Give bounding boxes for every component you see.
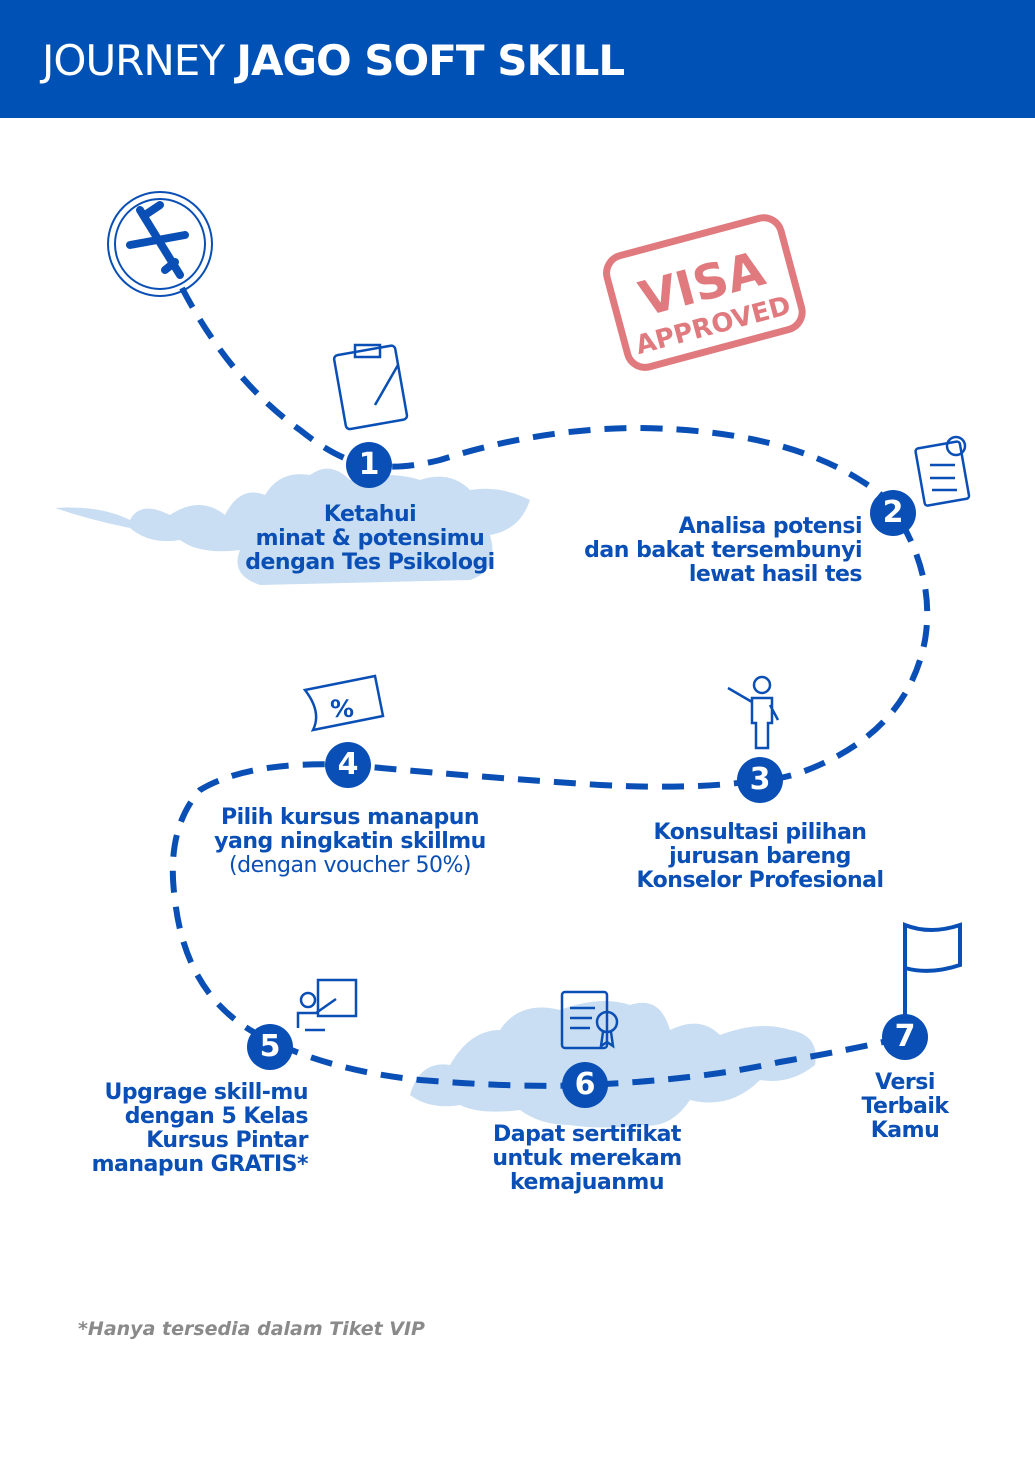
step-2-text: Analisa potensi dan bakat tersembunyi le… [540, 515, 862, 587]
counselor-icon [727, 675, 780, 750]
step-6-number: 6 [562, 1062, 608, 1108]
step-line: kemajuanmu [509, 1170, 665, 1195]
step-line: Analisa potensi [678, 514, 863, 539]
voucher-icon: % [302, 674, 385, 732]
journey-path [169, 286, 931, 1089]
step-4-text: Pilih kursus manapun yang ningkatin skil… [190, 806, 510, 878]
teacher-board-icon [296, 978, 358, 1032]
header-bar: JOURNEY JAGO SOFT SKILL [0, 0, 1035, 118]
cloud-1 [55, 468, 530, 585]
step-line: Konselor Profesional [636, 868, 885, 893]
certificate-icon [560, 990, 619, 1050]
flag-icon [903, 922, 962, 1015]
footnote: *Hanya tersedia dalam Tiket VIP [78, 1318, 425, 1340]
step-5-number: 5 [247, 1024, 293, 1070]
step-line: Versi [875, 1070, 935, 1095]
step-line: Kursus Pintar [146, 1128, 308, 1153]
step-line: lewat hasil tes [688, 562, 863, 587]
cloud-2 [410, 1001, 816, 1128]
step-line: Konsultasi pilihan [653, 820, 867, 845]
visa-approved-stamp: VISA APPROVED [603, 214, 806, 371]
step-line: Pilih kursus manapun [220, 805, 480, 830]
step-line: Ketahui [323, 502, 417, 527]
step-line: (dengan voucher 50%) [229, 853, 471, 878]
step-7-number: 7 [882, 1014, 928, 1060]
test-sheet-icon [914, 435, 971, 507]
title-light: JOURNEY [42, 36, 225, 85]
step-line: minat & potensimu [255, 526, 485, 551]
step-6-text: Dapat sertifikat untuk merekam kemajuanm… [467, 1123, 707, 1195]
step-line: Dapat sertifikat [493, 1122, 681, 1147]
step-line: dan bakat tersembunyi [584, 538, 862, 563]
step-2-number: 2 [870, 490, 916, 536]
step-line: Upgrage skill-mu [104, 1080, 309, 1105]
step-5-text: Upgrage skill-mu dengan 5 Kelas Kursus P… [60, 1080, 309, 1177]
step-1-text: Ketahui minat & potensimu dengan Tes Psi… [220, 503, 520, 575]
airplane-icon [107, 191, 213, 297]
step-line: yang ningkatin skillmu [214, 829, 486, 854]
step-4-number: 4 [325, 742, 371, 788]
title-bold: JAGO SOFT SKILL [236, 36, 625, 85]
step-line: Terbaik [861, 1094, 949, 1119]
step-line: Kamu [870, 1118, 940, 1143]
step-3-number: 3 [737, 757, 783, 803]
page-title: JOURNEY JAGO SOFT SKILL [42, 36, 625, 85]
step-7-text: Versi Terbaik Kamu [845, 1071, 965, 1143]
step-line: untuk merekam [492, 1146, 682, 1171]
step-line: jurusan bareng [669, 844, 851, 869]
step-line: dengan Tes Psikologi [245, 550, 495, 575]
step-1-number: 1 [346, 442, 392, 488]
clipboard-icon [332, 343, 409, 431]
step-line: manapun GRATIS* [91, 1152, 309, 1177]
step-3-text: Konsultasi pilihan jurusan bareng Konsel… [610, 821, 910, 893]
step-line: dengan 5 Kelas [124, 1104, 309, 1129]
svg-text:%: % [330, 695, 354, 723]
